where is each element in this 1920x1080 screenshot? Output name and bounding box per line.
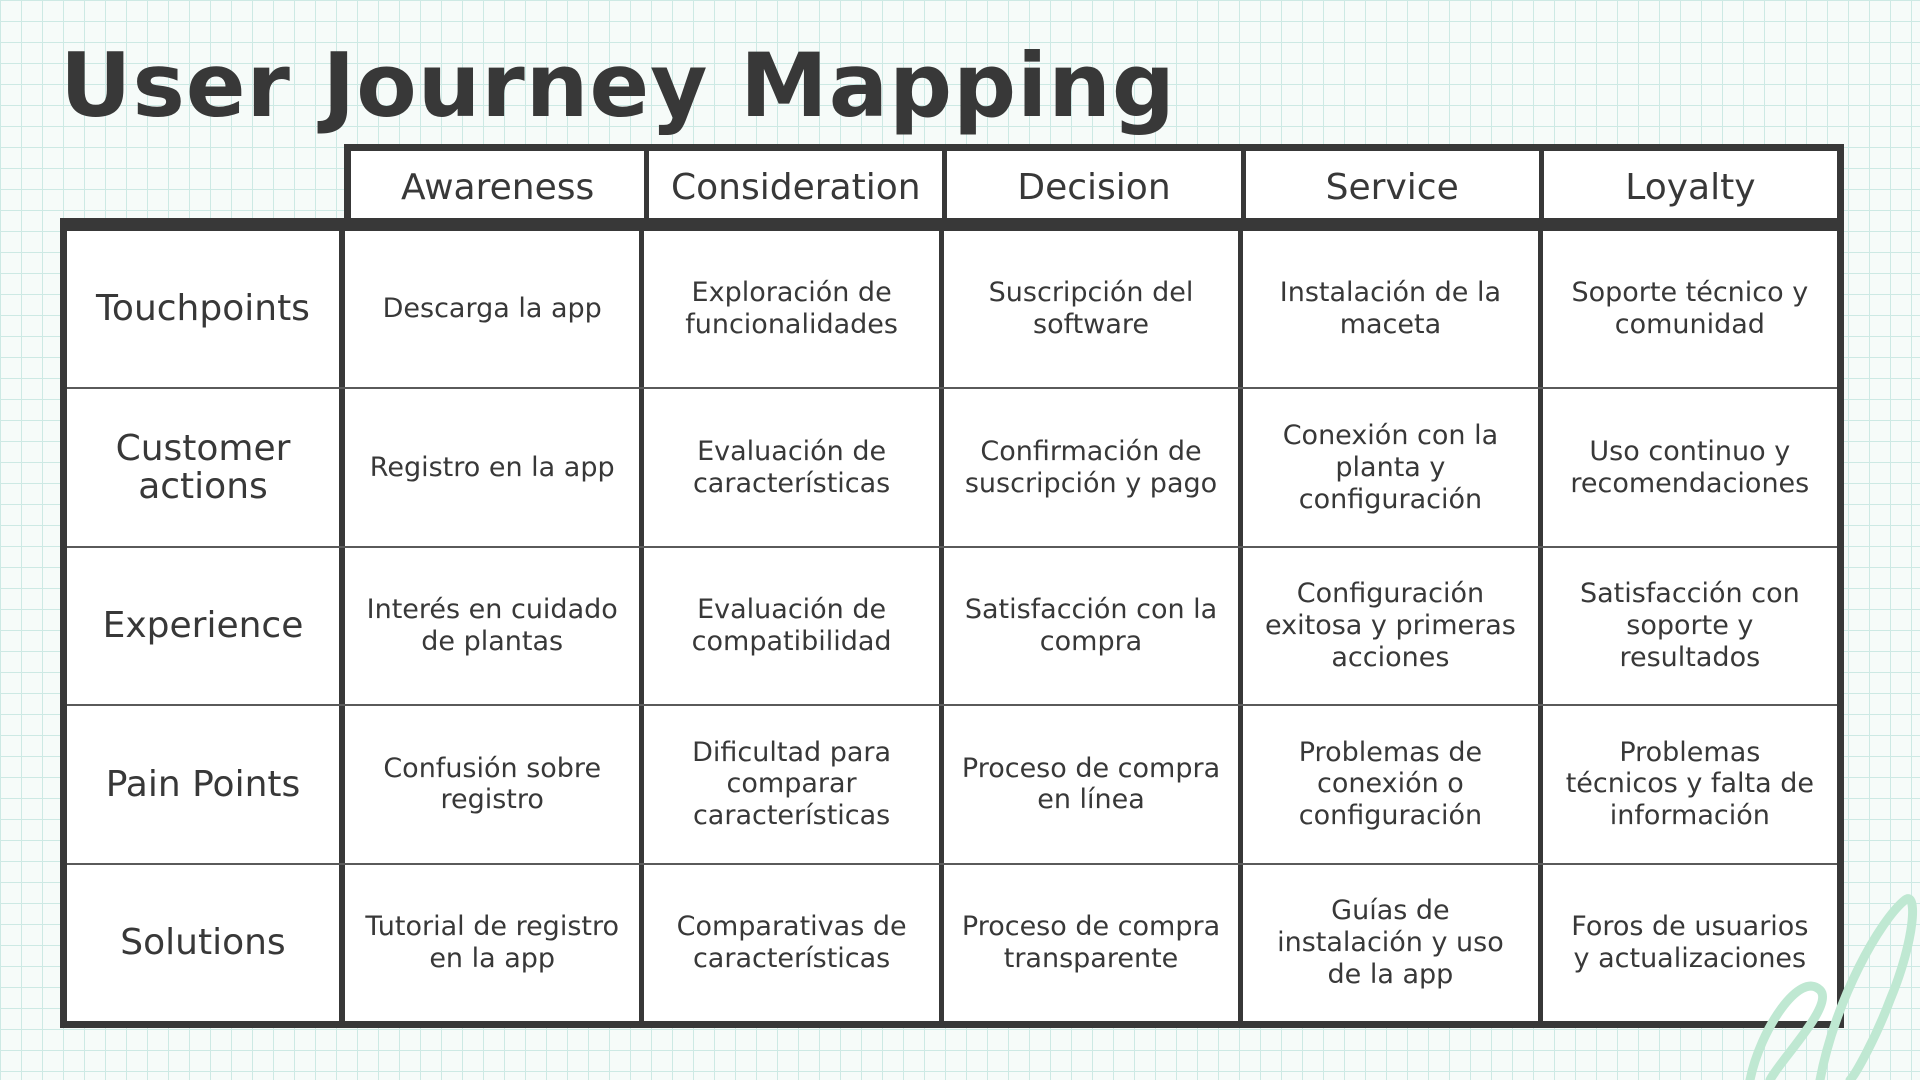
cell-actions-awareness: Registro en la app (369, 451, 615, 483)
cell-experience-service: Configuración exitosa y primeras accione… (1238, 547, 1537, 705)
cell-actions-consideration: Evaluación de características (639, 389, 938, 546)
cell-touchpoints-awareness: Descarga la app (382, 293, 602, 325)
cell-solutions-consideration: Comparativas de características (639, 864, 938, 1022)
cell-experience-decision: Satisfacción con la compra (938, 547, 1238, 705)
cell-touchpoints-service: Instalación de la maceta (1238, 231, 1537, 388)
row-label-experience: Experience (67, 547, 345, 705)
journey-grid: Touchpoints Descarga la app Exploración … (60, 218, 1844, 1028)
page-title: User Journey Mapping (60, 34, 1176, 137)
cell-experience-consideration: Evaluación de compatibilidad (639, 547, 938, 705)
decorative-swoosh-icon (1745, 894, 1917, 1080)
cell-experience-awareness: Interés en cuidado de plantas (366, 594, 618, 658)
cell-pain-decision: Proceso de compra en línea (938, 706, 1238, 863)
cell-touchpoints-loyalty: Soporte técnico y comunidad (1537, 231, 1837, 388)
cell-pain-awareness: Confusión sobre registro (383, 752, 602, 816)
cell-pain-service: Problemas de conexión o configuración (1238, 706, 1537, 863)
row-customer-actions: Customer actions Registro en la app Eval… (67, 387, 1837, 546)
cell-actions-decision: Confirmación de suscripción y pago (938, 389, 1238, 546)
stage-consideration: Consideration (644, 151, 942, 224)
cell-pain-consideration: Dificultad para comparar características (639, 706, 938, 863)
cell-solutions-loyalty: Foros de usuarios y actualizaciones (1537, 864, 1837, 1022)
stage-decision: Decision (942, 151, 1240, 224)
row-pain-points: Pain Points Confusión sobre registro Dif… (67, 704, 1837, 863)
cell-touchpoints-consideration: Exploración de funcionalidades (639, 231, 938, 388)
cell-solutions-awareness: Tutorial de registro en la app (365, 910, 620, 974)
stage-header: Awareness Consideration Decision Service… (344, 144, 1844, 224)
row-label-touchpoints: Touchpoints (67, 231, 345, 388)
row-label-pain-points: Pain Points (67, 706, 345, 863)
cell-actions-service: Conexión con la planta y configuración (1238, 389, 1537, 546)
cell-experience-loyalty: Satisfacción con soporte y resultados (1537, 547, 1837, 705)
row-solutions: Solutions Tutorial de registro en la app… (67, 862, 1837, 1022)
cell-touchpoints-decision: Suscripción del software (938, 231, 1238, 388)
row-touchpoints: Touchpoints Descarga la app Exploración … (67, 225, 1837, 388)
cell-solutions-service: Guías de instalación y uso de la app (1238, 864, 1537, 1022)
row-label-solutions: Solutions (67, 864, 345, 1022)
cell-solutions-decision: Proceso de compra transparente (938, 864, 1238, 1022)
stage-awareness: Awareness (400, 167, 595, 208)
stage-service: Service (1240, 151, 1539, 224)
cell-actions-loyalty: Uso continuo y recomendaciones (1537, 389, 1837, 546)
row-label-customer-actions: Customer actions (67, 389, 345, 546)
stage-loyalty: Loyalty (1538, 151, 1837, 224)
cell-pain-loyalty: Problemas técnicos y falta de informació… (1537, 706, 1837, 863)
row-experience: Experience Interés en cuidado de plantas… (67, 545, 1837, 705)
